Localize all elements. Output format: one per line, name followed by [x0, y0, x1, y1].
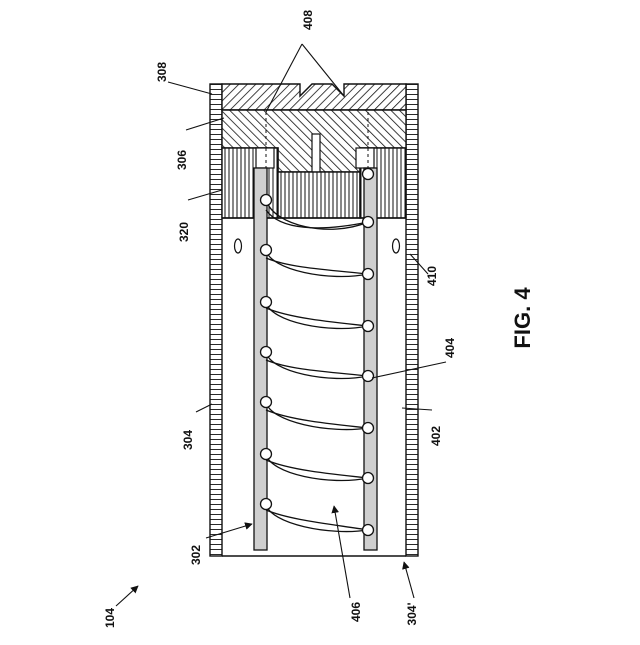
label-304-prime: 304' — [405, 602, 419, 625]
label-306: 306 — [175, 150, 189, 170]
figure-caption: FIG. 4 — [510, 287, 535, 349]
label-302: 302 — [189, 545, 203, 565]
label-308: 308 — [155, 62, 169, 82]
plug-slot — [312, 134, 320, 172]
label-402: 402 — [429, 426, 443, 446]
label-406: 406 — [349, 602, 363, 622]
port-right — [393, 239, 400, 253]
seal-center — [278, 172, 360, 218]
coil — [266, 200, 368, 532]
outer-wall-right — [406, 84, 418, 556]
notch-right — [356, 148, 374, 168]
notch-left — [256, 148, 274, 168]
port-left — [235, 239, 242, 253]
label-408: 408 — [301, 10, 315, 30]
top-cap — [222, 84, 406, 110]
label-104: 104 — [103, 608, 117, 628]
label-404: 404 — [443, 338, 457, 358]
outer-wall-left — [210, 84, 222, 556]
label-320: 320 — [177, 222, 191, 242]
rod-left — [254, 168, 267, 550]
label-410: 410 — [425, 266, 439, 286]
label-304: 304 — [181, 430, 195, 450]
